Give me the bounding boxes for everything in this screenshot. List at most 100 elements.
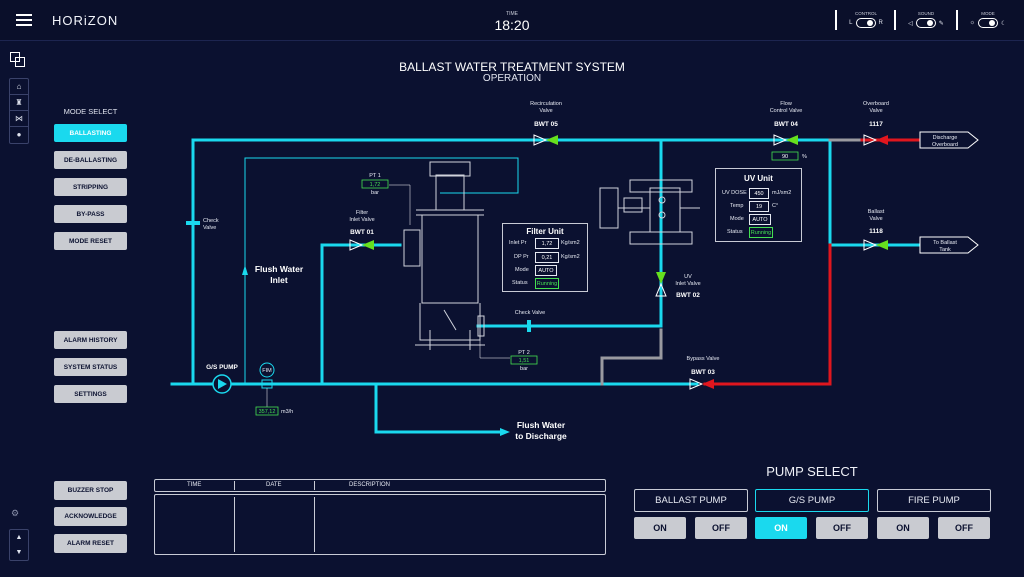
filter-unit-panel: Filter Unit Inlet Pr 1,72 Kg/sm2 DP Pr 0… xyxy=(502,223,588,292)
acknowledge-button[interactable]: ACKNOWLEDGE xyxy=(54,507,127,526)
fire-pump-label[interactable]: FIRE PUMP xyxy=(877,489,991,512)
flow-meter xyxy=(259,362,275,407)
time-label: TIME xyxy=(506,11,518,17)
filter-unit-title: Filter Unit xyxy=(526,227,564,236)
check-valve-left xyxy=(186,221,200,225)
scroll-down-icon[interactable]: ▼ xyxy=(15,549,23,556)
gs-pump-off-button[interactable]: OFF xyxy=(816,517,868,539)
alarm-log-body[interactable] xyxy=(154,494,606,555)
discharge-label1: Discharge xyxy=(933,135,958,141)
recirc-valve-label2: Valve xyxy=(539,108,552,114)
pt2-value: 1,51 xyxy=(519,358,530,364)
flow-valve-value: 90 xyxy=(782,154,788,160)
pt1-tag: PT 1 xyxy=(369,173,381,179)
uv-mode-value: AUTO xyxy=(749,214,771,225)
mode-toggle[interactable] xyxy=(978,18,999,28)
bypass-valve[interactable] xyxy=(689,378,714,390)
filter-inlet-tag: BWT 01 xyxy=(350,229,374,236)
scroll-up-icon[interactable]: ▲ xyxy=(15,534,23,541)
stripping-button[interactable]: STRIPPING xyxy=(54,178,127,196)
gs-pump-on-button[interactable]: ON xyxy=(755,517,807,539)
filter-mode-label: Mode xyxy=(515,267,529,273)
ballast-pump-off-button[interactable]: OFF xyxy=(695,517,747,539)
top-bar: HORiZON TIME 18:20 CONTROL L R SOUND ◁ ✎… xyxy=(0,0,1024,41)
buzzer-stop-button[interactable]: BUZZER STOP xyxy=(54,481,127,500)
sound-toggle[interactable] xyxy=(915,18,936,28)
layers-icon[interactable] xyxy=(10,52,25,67)
control-left-label: L xyxy=(849,20,853,26)
discharge-overboard-arrow xyxy=(919,131,979,149)
system-status-button[interactable]: SYSTEM STATUS xyxy=(54,358,127,376)
uv-inlet-valve[interactable] xyxy=(655,272,667,297)
settings-button[interactable]: SETTINGS xyxy=(54,385,127,403)
ballast-valve-label1: Ballast xyxy=(868,209,885,215)
flow-valve-box xyxy=(771,151,799,161)
filter-inlet-pr-value: 1,72 xyxy=(535,238,559,249)
filter-inlet-valve[interactable] xyxy=(349,239,374,251)
uv-dose-unit: mJ/sm2 xyxy=(772,190,792,196)
discharge-label2: Overboard xyxy=(932,142,958,148)
speaker-icon: ◁ xyxy=(908,20,913,27)
pt1-value: 1,72 xyxy=(370,182,381,188)
de-ballasting-button[interactable]: DE-BALLASTING xyxy=(54,151,127,169)
filter-inlet-line xyxy=(320,243,402,386)
flush-discharge-label1: Flush Water xyxy=(517,420,566,430)
fim-unit: m3/h xyxy=(281,409,293,415)
divider xyxy=(835,10,837,30)
uv-return-line xyxy=(600,328,663,386)
filter-status-value: Running xyxy=(535,278,559,289)
fire-pump-on-button[interactable]: ON xyxy=(877,517,929,539)
ballast-valve-tag: 1118 xyxy=(869,228,883,235)
recirculation-valve[interactable] xyxy=(533,134,558,146)
home-icon[interactable]: ⌂ xyxy=(10,79,28,95)
alarm-log: TIME DATE DESCRIPTION xyxy=(154,479,606,555)
pump-icon[interactable]: ♜ xyxy=(10,95,28,111)
gs-pump[interactable] xyxy=(212,374,232,394)
water-drop-icon[interactable]: ● xyxy=(16,130,22,139)
gs-pump-label-button[interactable]: G/S PUMP xyxy=(755,489,869,512)
filter-inlet-pr-label: Inlet Pr xyxy=(509,240,527,246)
fire-pump-off-button[interactable]: OFF xyxy=(938,517,990,539)
check-valve-left-label2: Valve xyxy=(203,225,216,231)
alarm-reset-button[interactable]: ALARM RESET xyxy=(54,534,127,553)
ballasting-button[interactable]: BALLASTING xyxy=(54,124,127,142)
flow-control-valve[interactable] xyxy=(773,134,798,146)
ballast-pump-on-button[interactable]: ON xyxy=(634,517,686,539)
bypass-red-line xyxy=(703,243,832,386)
by-pass-button[interactable]: BY-PASS xyxy=(54,205,127,223)
ballast-valve[interactable] xyxy=(863,239,888,251)
uv-inlet-label1: UV xyxy=(684,274,692,280)
pt1-unit: bar xyxy=(371,190,379,196)
ballast-valve-label2: Valve xyxy=(869,216,882,222)
page-subtitle: OPERATION xyxy=(482,73,542,84)
control-toggle[interactable] xyxy=(855,18,876,28)
sun-icon: ☼ xyxy=(969,20,976,26)
uv-unit-panel: UV Unit UV DOSE 450 mJ/sm2 Temp 19 C° Mo… xyxy=(715,168,802,242)
ballast-pump-label[interactable]: BALLAST PUMP xyxy=(634,489,748,512)
pt2-tag: PT 2 xyxy=(518,350,530,356)
filter-unit-drawing xyxy=(403,161,485,350)
alarm-history-button[interactable]: ALARM HISTORY xyxy=(54,331,127,349)
flush-discharge-label2: to Discharge xyxy=(515,431,567,441)
uv-dose-label: UV DOSE xyxy=(722,190,747,196)
valve-icon[interactable]: ⋈ xyxy=(10,111,28,127)
filter-mode-value: AUTO xyxy=(535,265,557,276)
filter-status-label: Status xyxy=(512,280,528,286)
pt2-box xyxy=(510,355,538,365)
overboard-valve[interactable] xyxy=(863,134,888,146)
uv-temp-unit: C° xyxy=(772,203,779,209)
flush-inlet-arrow xyxy=(242,265,248,275)
filter-dp-pr-unit: Kg/sm2 xyxy=(561,254,580,260)
pt1-box xyxy=(361,179,389,189)
side-nav-scroll: ▲ ▼ xyxy=(9,529,29,561)
uv-temp-label: Temp xyxy=(730,203,744,209)
overboard-valve-tag: 1117 xyxy=(869,121,883,128)
mode-reset-button[interactable]: MODE RESET xyxy=(54,232,127,250)
to-ballast-tank-arrow xyxy=(919,236,979,254)
control-right-label: R xyxy=(878,20,883,26)
filter-inlet-label1: Filter xyxy=(356,210,368,216)
menu-icon[interactable] xyxy=(16,14,32,26)
overboard-valve-label1: Overboard xyxy=(863,101,889,107)
network-icon[interactable]: ⚙ xyxy=(11,508,20,518)
